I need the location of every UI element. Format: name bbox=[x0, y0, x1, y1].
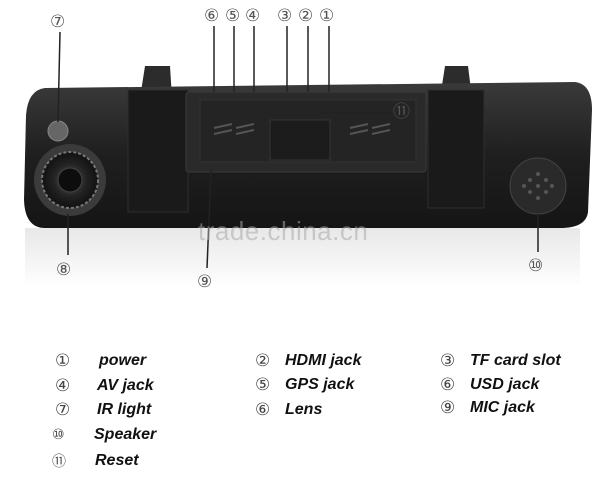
legend-label: MIC jack bbox=[470, 399, 535, 416]
callout-2: ② bbox=[298, 6, 314, 26]
legend-item-lens: ⑥ Lens bbox=[255, 399, 322, 421]
legend-label: TF card slot bbox=[470, 352, 561, 369]
leader-lines bbox=[57, 26, 539, 269]
legend-label: Reset bbox=[95, 452, 139, 469]
callout-3: ③ bbox=[277, 6, 293, 26]
legend-item-hdmi: ② HDMI jack bbox=[255, 350, 361, 372]
legend-item-speaker: ⑩ Speaker bbox=[52, 424, 156, 446]
callout-7: ⑦ bbox=[50, 12, 66, 32]
legend-item-tf-card: ③ TF card slot bbox=[440, 350, 561, 372]
legend-number: ⑩ bbox=[52, 427, 65, 443]
legend-item-gps: ⑤ GPS jack bbox=[255, 374, 354, 396]
legend-item-usd: ⑥ USD jack bbox=[440, 374, 539, 396]
legend-label: USD jack bbox=[470, 376, 540, 393]
speaker-holes bbox=[522, 172, 554, 200]
legend-item-av: ④ AV jack bbox=[55, 375, 154, 397]
legend-number: ⑤ bbox=[255, 375, 271, 395]
legend-item-mic: ⑨ MIC jack bbox=[440, 397, 535, 419]
vent-marks bbox=[213, 123, 391, 135]
legend-label: IR light bbox=[97, 401, 152, 418]
legend-item-reset: ⑪ Reset bbox=[52, 450, 139, 472]
legend-number: ① bbox=[55, 351, 71, 371]
panel-left bbox=[127, 89, 189, 213]
callout-8: ⑧ bbox=[56, 260, 72, 280]
device-illustration bbox=[24, 26, 592, 288]
lens-center bbox=[57, 167, 83, 193]
callout-10: ⑩ bbox=[528, 256, 544, 276]
legend-item-power: ① power bbox=[55, 350, 146, 372]
legend-number: ④ bbox=[55, 376, 71, 396]
center-slot bbox=[269, 119, 331, 161]
callout-4: ④ bbox=[245, 6, 261, 26]
legend-number: ② bbox=[255, 351, 271, 371]
callout-6: ⑥ bbox=[204, 6, 220, 26]
panel-right bbox=[427, 89, 485, 209]
legend-item-ir: ⑦ IR light bbox=[55, 399, 151, 421]
callout-9: ⑨ bbox=[197, 272, 213, 292]
legend-number: ⑦ bbox=[55, 400, 71, 420]
legend-number: ⑪ bbox=[52, 454, 66, 470]
callout-1: ① bbox=[319, 6, 335, 26]
legend-number: ⑨ bbox=[440, 398, 456, 418]
legend-number: ⑥ bbox=[440, 375, 456, 395]
device-diagram: ⑥ ⑤ ④ ③ ② ① ⑦ ⑪ ⑧ ⑨ ⑩ trade.china.cn bbox=[24, 6, 592, 292]
legend-label: Speaker bbox=[94, 426, 157, 443]
legend-label: AV jack bbox=[97, 377, 154, 394]
reflection bbox=[25, 228, 580, 288]
callout-5: ⑤ bbox=[225, 6, 241, 26]
legend-label: Lens bbox=[285, 401, 323, 418]
callout-11: ⑪ bbox=[393, 102, 410, 122]
legend-number: ③ bbox=[440, 351, 456, 371]
ir-light bbox=[47, 120, 69, 142]
legend-label: power bbox=[99, 352, 147, 369]
watermark: trade.china.cn bbox=[198, 216, 369, 246]
legend-label: GPS jack bbox=[285, 376, 355, 393]
legend-label: HDMI jack bbox=[285, 352, 362, 369]
legend-number: ⑥ bbox=[255, 400, 271, 420]
